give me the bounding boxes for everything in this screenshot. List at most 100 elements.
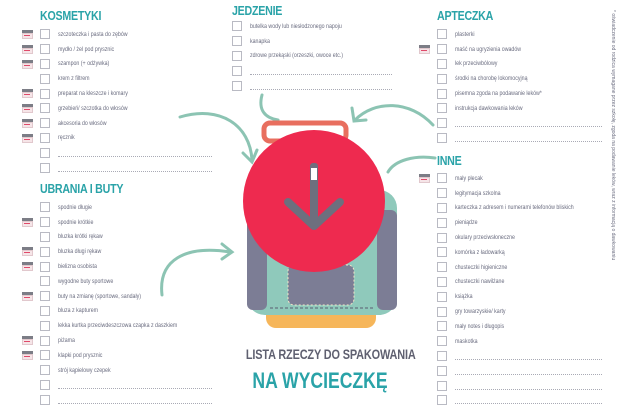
item-label: lek przeciwbólowy — [455, 60, 498, 68]
list-item: okulary przeciwsłoneczne — [437, 230, 602, 245]
blank-line[interactable] — [455, 358, 602, 360]
checkbox[interactable] — [437, 132, 447, 143]
blank-line[interactable] — [58, 387, 212, 389]
checkbox[interactable] — [437, 44, 447, 55]
calendar-icon — [22, 44, 33, 54]
checkbox[interactable] — [437, 321, 447, 332]
checkbox[interactable] — [40, 217, 50, 228]
checkbox[interactable] — [232, 80, 242, 91]
item-label: bluzka długi rękaw — [58, 248, 102, 256]
section-jedzenie: JEDZENIE butelka wody lub niesłodzonego … — [232, 4, 392, 93]
item-label: zdrowe przekąski (orzeszki, owoce etc.) — [250, 52, 343, 60]
checkbox[interactable] — [40, 261, 50, 272]
checkbox[interactable] — [40, 103, 50, 114]
side-footnote: * oświadczenie od rodzica wymagane przez… — [606, 10, 620, 310]
checkbox[interactable] — [40, 118, 50, 129]
calendar-icon — [22, 247, 33, 257]
checkbox[interactable] — [437, 365, 447, 376]
checkbox[interactable] — [437, 103, 447, 114]
section-heading: APTECZKA — [437, 8, 494, 23]
checkbox[interactable] — [437, 306, 447, 317]
checkbox[interactable] — [232, 65, 242, 76]
checkbox[interactable] — [437, 173, 447, 184]
list-item: akcesoria do włosów — [22, 116, 212, 131]
checkbox[interactable] — [437, 247, 447, 258]
checkbox[interactable] — [40, 29, 50, 40]
blank-line[interactable] — [455, 140, 602, 142]
blank-line[interactable] — [455, 388, 602, 390]
checkbox[interactable] — [437, 232, 447, 243]
checkbox[interactable] — [437, 336, 447, 347]
checkbox[interactable] — [40, 73, 50, 84]
calendar-icon — [22, 59, 33, 69]
checkbox[interactable] — [40, 202, 50, 213]
checkbox[interactable] — [40, 276, 50, 287]
checkbox[interactable] — [232, 21, 242, 32]
blank-line[interactable] — [58, 402, 212, 404]
item-label: gry towarzyskie/ karty — [455, 308, 506, 316]
checkbox[interactable] — [437, 88, 447, 99]
item-label: bielizna osobista — [58, 263, 97, 271]
page-title-line2: NA WYCIECZKĘ — [252, 368, 388, 393]
checkbox[interactable] — [437, 202, 447, 213]
checkbox[interactable] — [437, 118, 447, 129]
checkbox[interactable] — [40, 246, 50, 257]
checkbox[interactable] — [437, 73, 447, 84]
checkbox[interactable] — [40, 162, 50, 173]
blank-line[interactable] — [455, 373, 602, 375]
item-label: szampon (+ odżywka) — [58, 60, 110, 68]
checkbox[interactable] — [232, 36, 242, 47]
checkbox[interactable] — [437, 291, 447, 302]
item-label: kanapka — [250, 37, 270, 45]
blank-line[interactable] — [58, 155, 212, 157]
checkbox[interactable] — [40, 58, 50, 69]
checkbox[interactable] — [40, 305, 50, 316]
checkbox[interactable] — [232, 50, 242, 61]
item-label: grzebień/ szczotka do włosów — [58, 104, 128, 112]
list-item: ręcznik — [22, 131, 212, 146]
checkbox[interactable] — [40, 320, 50, 331]
checkbox[interactable] — [437, 395, 447, 406]
list-item: legitymacja szkolna — [437, 186, 602, 201]
checkbox[interactable] — [40, 335, 50, 346]
item-label: butelka wody lub niesłodzonego napoju — [250, 22, 342, 30]
checkbox[interactable] — [437, 350, 447, 361]
item-label: maść na ugryzienia owadów — [455, 45, 522, 53]
blank-line[interactable] — [250, 73, 392, 75]
list-item: buty na zmianę (sportowe, sandały) — [22, 289, 212, 304]
checkbox[interactable] — [40, 379, 50, 390]
checkbox[interactable] — [437, 262, 447, 273]
list-item — [232, 78, 392, 93]
checkbox[interactable] — [40, 350, 50, 361]
item-label: książka — [455, 293, 473, 301]
checkbox[interactable] — [40, 291, 50, 302]
blank-line[interactable] — [250, 88, 392, 90]
blank-line[interactable] — [455, 402, 602, 405]
download-button[interactable] — [243, 130, 385, 272]
list-item: spodnie krótkie — [22, 215, 212, 230]
list-item — [40, 392, 212, 407]
list-item: klapki pod prysznic — [22, 348, 212, 363]
checkbox[interactable] — [40, 147, 50, 158]
blank-line[interactable] — [455, 125, 602, 128]
item-label: klapki pod prysznic — [58, 351, 103, 359]
checkbox[interactable] — [40, 231, 50, 242]
checkbox[interactable] — [40, 44, 50, 55]
checkbox[interactable] — [40, 88, 50, 99]
checkbox[interactable] — [437, 380, 447, 391]
list-item: lekka kurtka przeciwdeszczowa czapka z d… — [40, 318, 212, 333]
blank-line[interactable] — [58, 170, 212, 172]
item-label: pisemna zgoda na podawanie leków* — [455, 90, 542, 98]
checklist: butelka wody lub niesłodzonego napoju kan… — [232, 19, 392, 93]
checkbox[interactable] — [437, 276, 447, 287]
checkbox[interactable] — [40, 394, 50, 405]
list-item: mały notes i długopis — [437, 319, 602, 334]
checkbox[interactable] — [40, 365, 50, 376]
checkbox[interactable] — [437, 29, 447, 40]
checkbox[interactable] — [40, 132, 50, 143]
list-item: instrukcja dawkowania leków — [437, 101, 602, 116]
checkbox[interactable] — [437, 58, 447, 69]
checkbox[interactable] — [437, 217, 447, 228]
checkbox[interactable] — [437, 188, 447, 199]
